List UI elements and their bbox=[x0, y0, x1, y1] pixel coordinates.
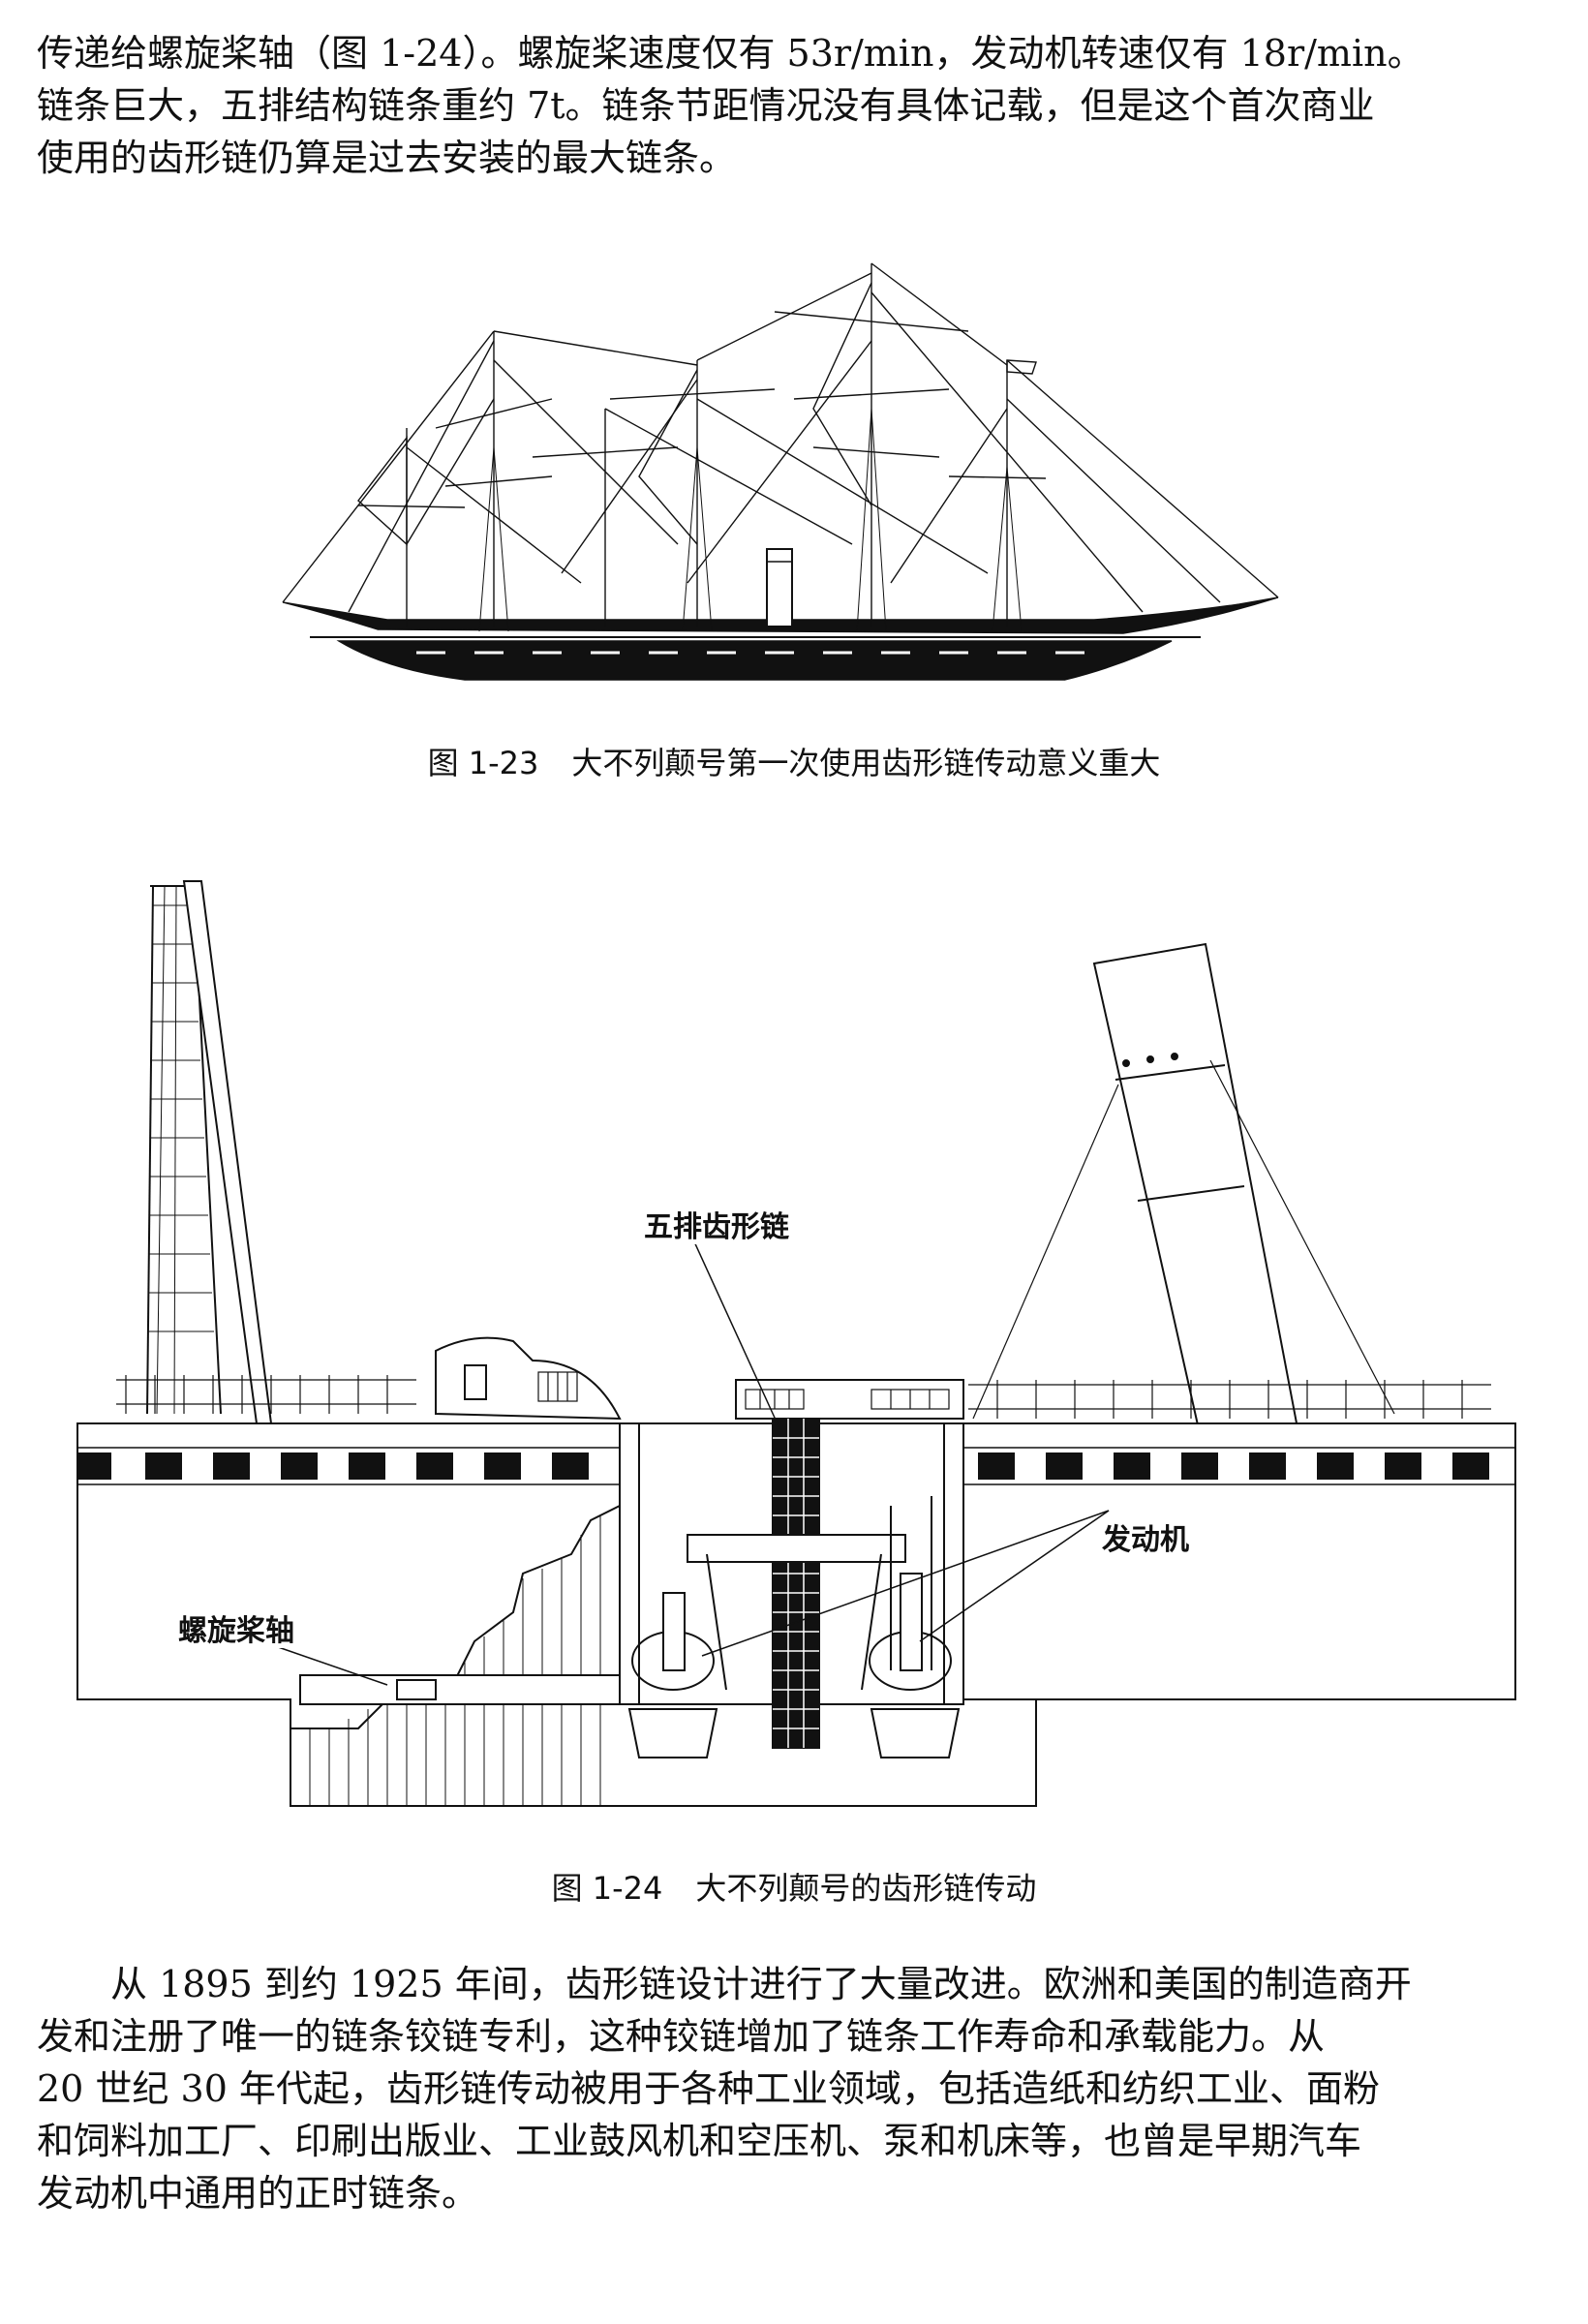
text-line: 发和注册了唯一的链条铰链专利，这种铰链增加了链条工作寿命和承载能力。从 bbox=[37, 2015, 1326, 2058]
text-line: 发动机中通用的正时链条。 bbox=[37, 2172, 479, 2215]
ship-drawing bbox=[282, 262, 1279, 681]
chain-drive-drawing bbox=[76, 880, 1516, 1807]
figure-caption-text: 大不列颠号第一次使用齿形链传动意义重大 bbox=[571, 745, 1161, 781]
figure-number: 图 1-23 bbox=[427, 745, 539, 781]
figure-caption: 图 1-23 大不列颠号第一次使用齿形链传动意义重大 bbox=[0, 744, 1588, 782]
ship-illustration bbox=[271, 254, 1298, 699]
text-line: 和饲料加工厂、印刷出版业、工业鼓风机和空压机、泵和机床等，也曾是早期汽车 bbox=[37, 2120, 1362, 2162]
text-line: 链条巨大，五排结构链条重约 7t。链条节距情况没有具体记载，但是这个首次商业 bbox=[37, 84, 1375, 127]
figure-caption: 图 1-24 大不列颠号的齿形链传动 bbox=[0, 1869, 1588, 1908]
body-paragraph-bottom: 从 1895 到约 1925 年间，齿形链设计进行了大量改进。欧洲和美国的制造商… bbox=[37, 1958, 1553, 2219]
text-line: 传递给螺旋桨轴（图 1-24）。螺旋桨速度仅有 53r/min，发动机转速仅有 … bbox=[37, 32, 1424, 75]
label-chain: 五排齿形链 bbox=[640, 1211, 793, 1244]
text-line: 20 世纪 30 年代起，齿形链传动被用于各种工业领域，包括造纸和纺织工业、面粉 bbox=[37, 2067, 1380, 2110]
label-engine: 发动机 bbox=[1098, 1524, 1193, 1557]
text-line-content: 从 1895 到约 1925 年间，齿形链设计进行了大量改进。欧洲和美国的制造商… bbox=[110, 1963, 1412, 2005]
label-propeller-shaft: 螺旋桨轴 bbox=[174, 1615, 298, 1648]
chain-drive-diagram bbox=[68, 876, 1520, 1811]
figure-caption-text: 大不列颠号的齿形链传动 bbox=[695, 1870, 1037, 1907]
body-paragraph-top: 传递给螺旋桨轴（图 1-24）。螺旋桨速度仅有 53r/min，发动机转速仅有 … bbox=[37, 27, 1553, 184]
text-line: 使用的齿形链仍算是过去安装的最大链条。 bbox=[37, 137, 737, 179]
figure-number: 图 1-24 bbox=[551, 1870, 663, 1907]
text-line: 从 1895 到约 1925 年间，齿形链设计进行了大量改进。欧洲和美国的制造商… bbox=[37, 1958, 1553, 2010]
